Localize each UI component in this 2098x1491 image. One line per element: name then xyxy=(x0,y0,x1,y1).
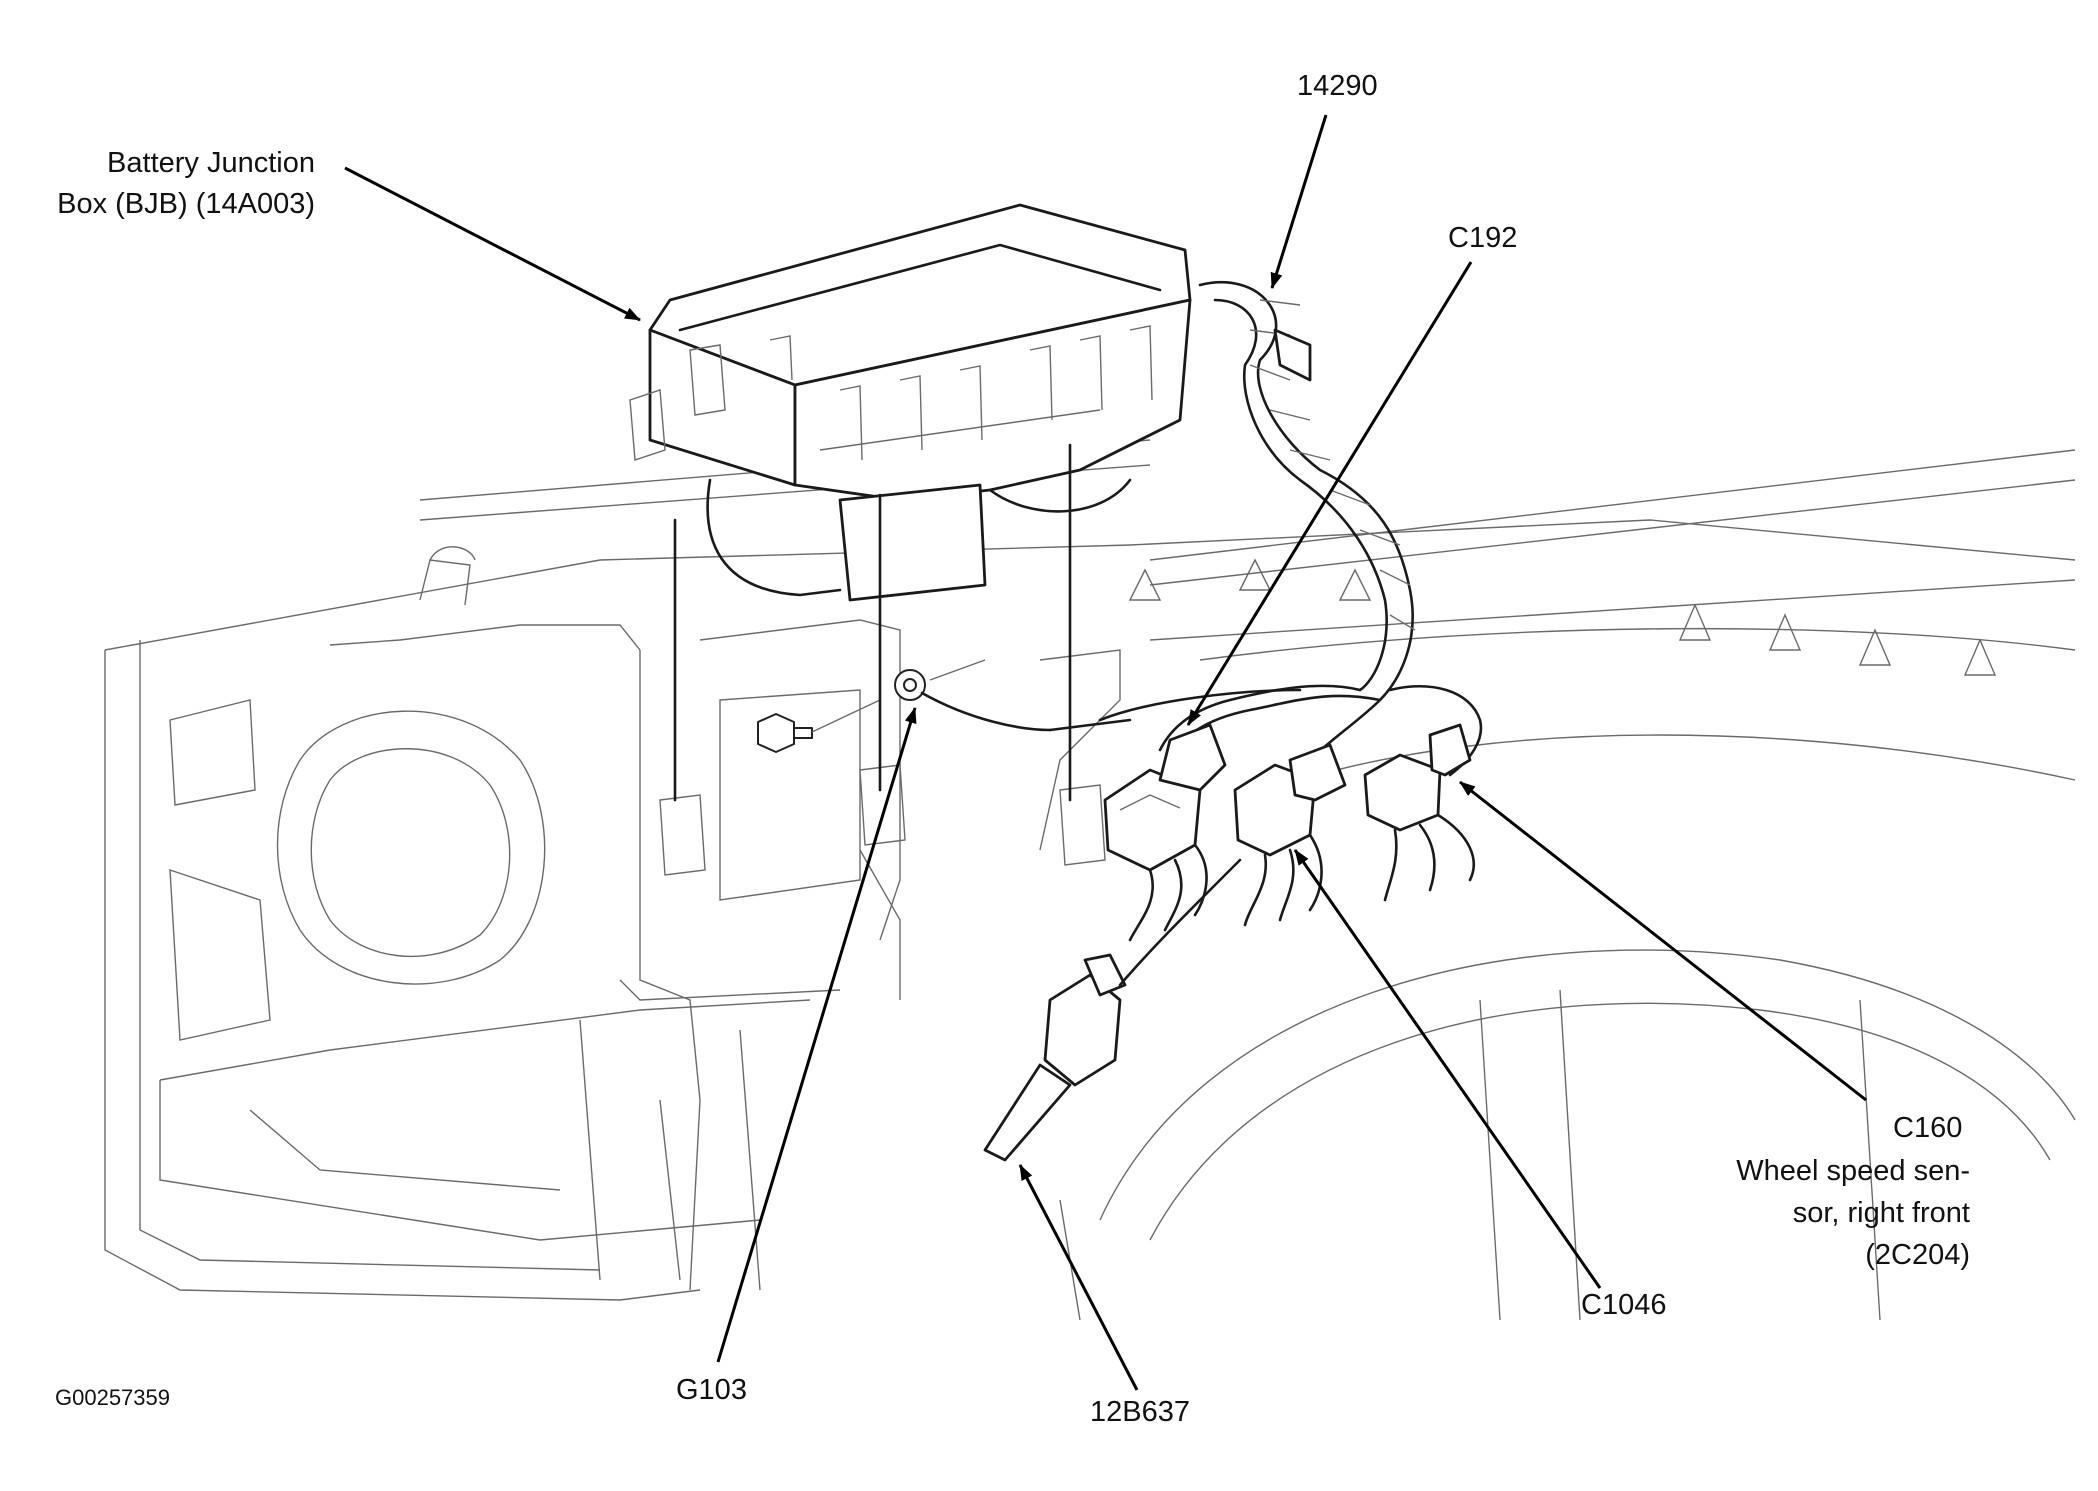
label-c160-desc-line3: (2C204) xyxy=(1865,1239,1970,1271)
label-c160-desc-line1: Wheel speed sen- xyxy=(1736,1155,1970,1187)
label-bjb-line1: Battery Junction xyxy=(107,147,315,179)
label-sensor-12b637: 12B637 xyxy=(1090,1396,1190,1428)
connector-c192 xyxy=(1103,723,1227,942)
label-bjb-line2: Box (BJB) (14A003) xyxy=(57,188,315,220)
leader-lines xyxy=(344,114,1867,1391)
label-c160-desc-line2: sor, right front xyxy=(1792,1197,1970,1229)
label-c1046: C1046 xyxy=(1581,1289,1667,1321)
wiring-harness xyxy=(1048,281,1483,777)
label-harness-14290: 14290 xyxy=(1297,70,1378,102)
battery-junction-box xyxy=(629,203,1192,802)
connector-c1046 xyxy=(1233,743,1347,927)
label-c192: C192 xyxy=(1448,222,1518,254)
label-g103: G103 xyxy=(676,1374,747,1406)
figure-id: G00257359 xyxy=(55,1385,170,1410)
connector-c160 xyxy=(1363,723,1475,902)
vehicle-body-structure xyxy=(104,439,2076,1321)
label-c160: C160 xyxy=(1893,1112,1963,1144)
sensor-12b637 xyxy=(983,858,1242,1162)
